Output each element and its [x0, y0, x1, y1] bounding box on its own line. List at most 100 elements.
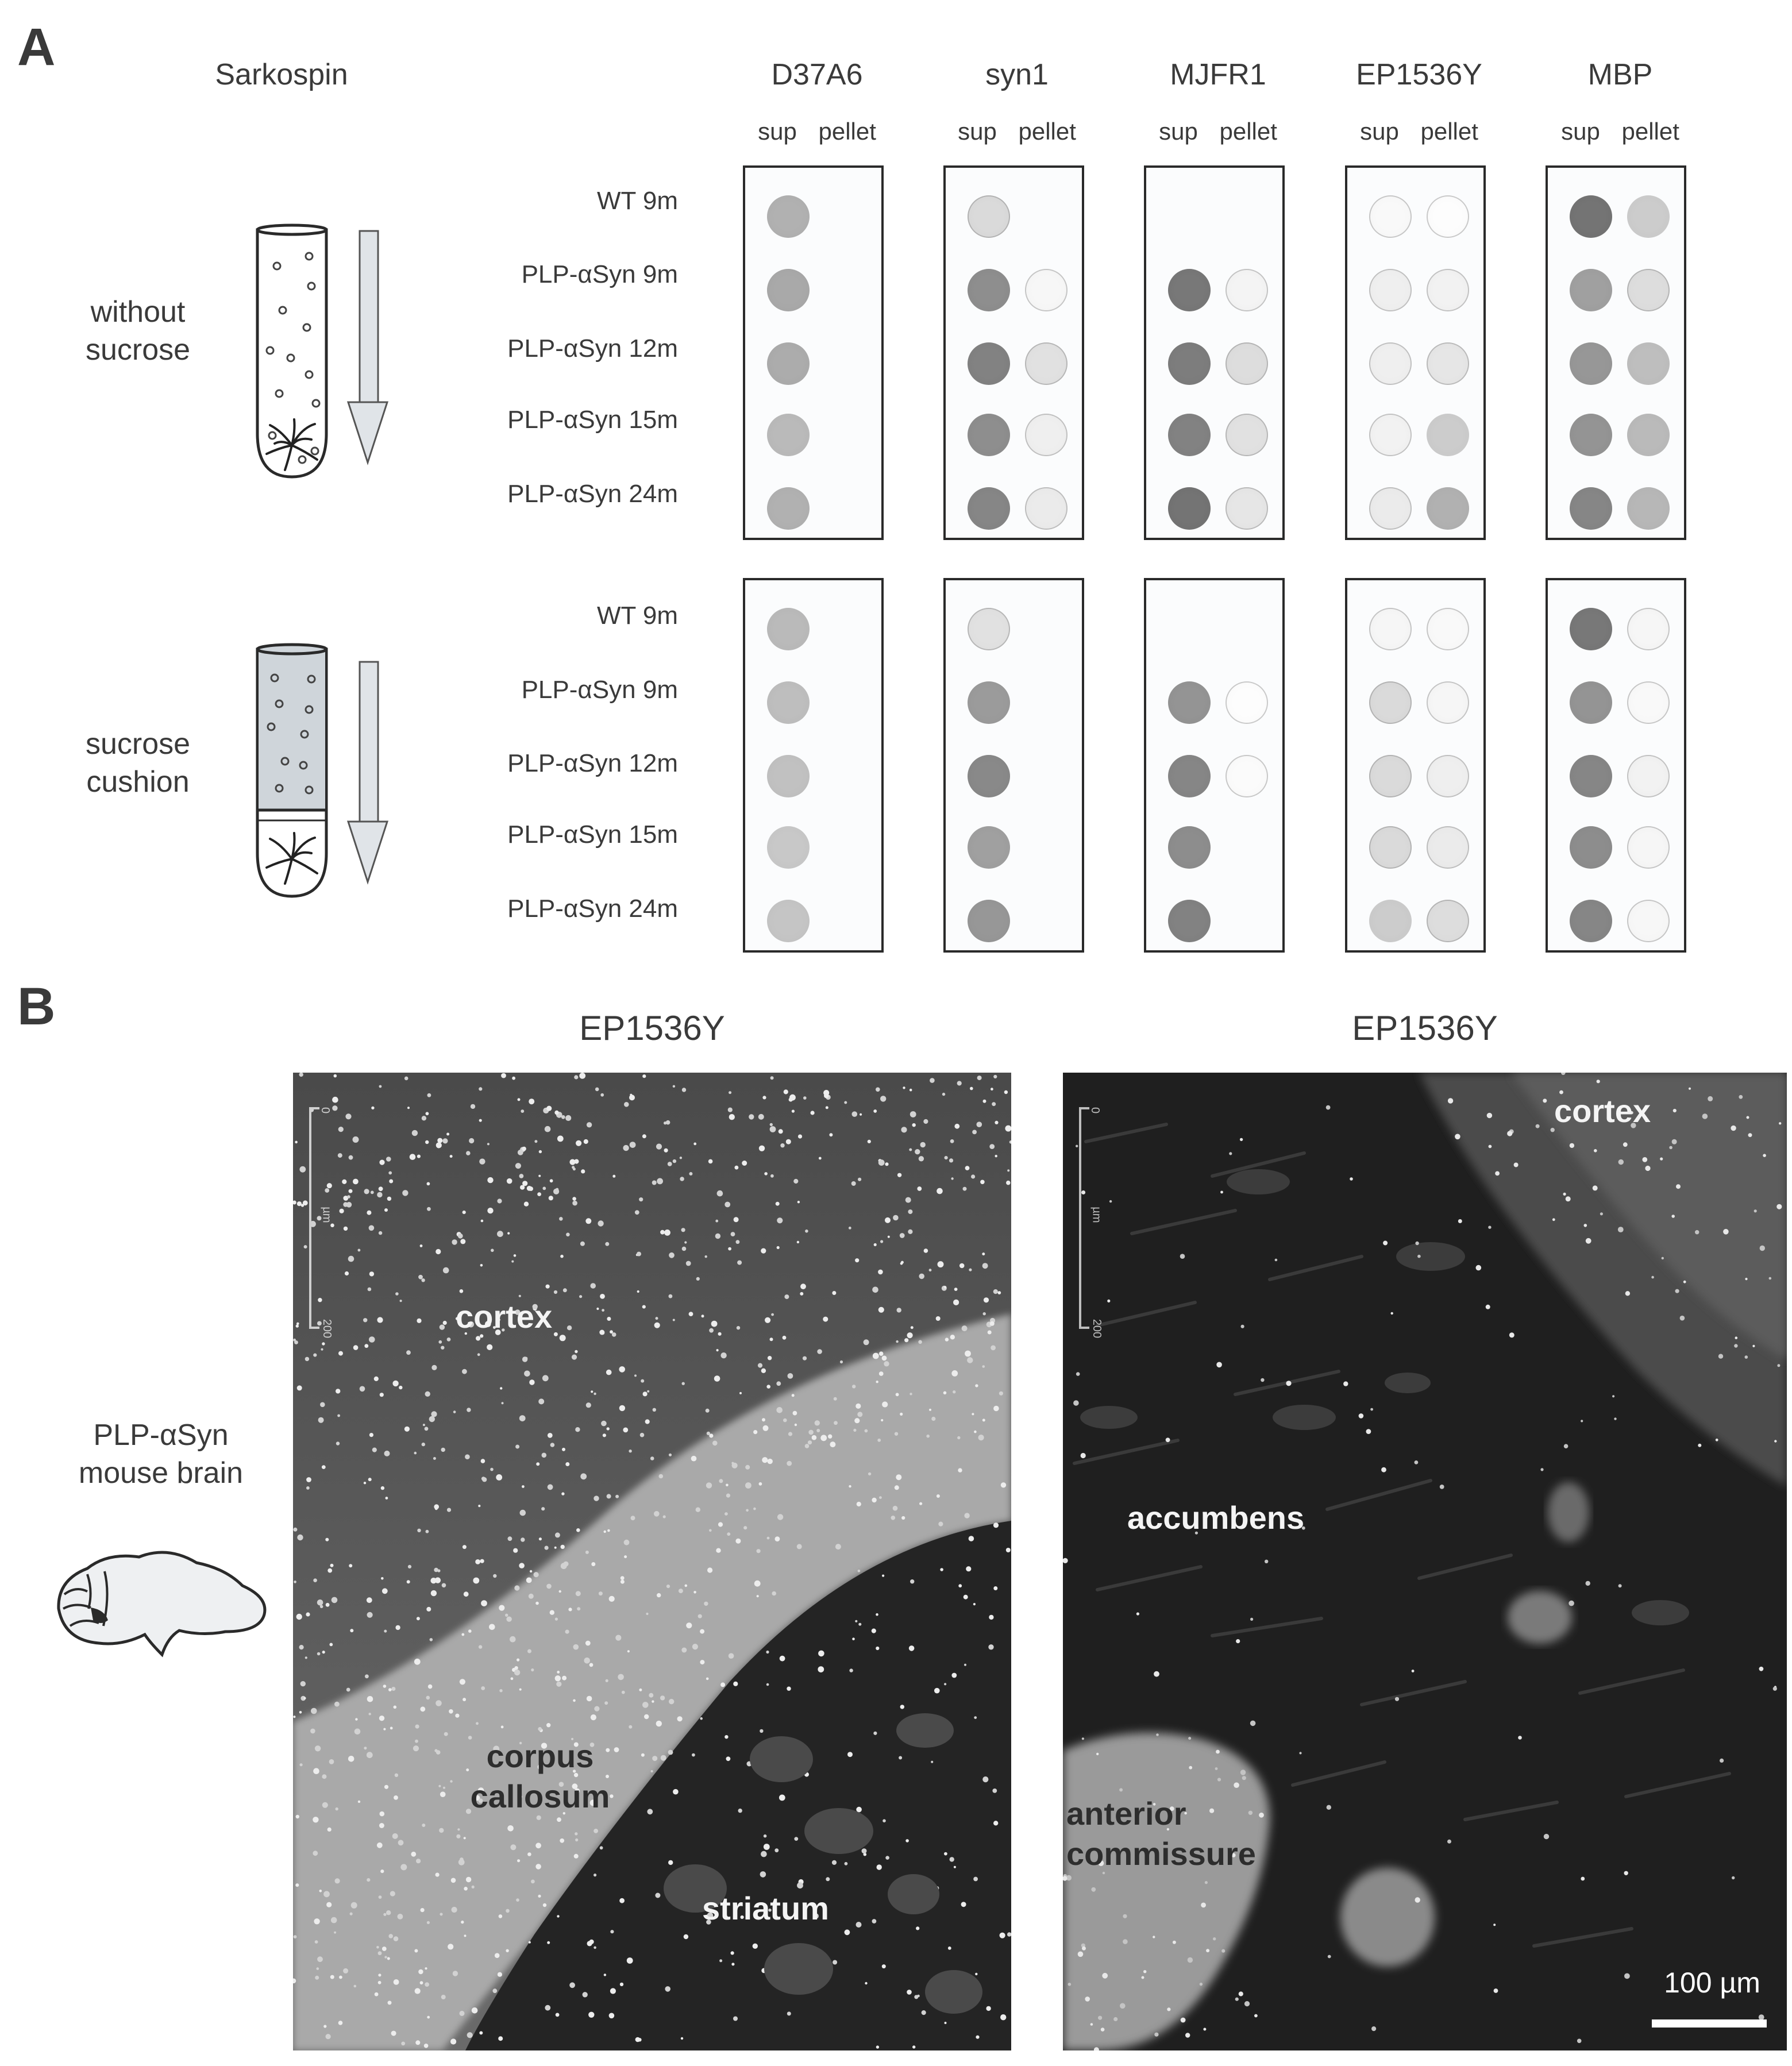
inset-ruler-tick [1079, 1327, 1089, 1329]
inset-ruler-tick [309, 1107, 319, 1109]
right-image-title: EP1536Y [1352, 1009, 1498, 1047]
sup-dot [968, 269, 1010, 311]
pellet-dot [1025, 414, 1068, 456]
sup-dot [1168, 414, 1211, 456]
antibody-header-d37a6: D37A6 [771, 58, 863, 91]
sup-dot [1168, 681, 1211, 724]
pellet-dot [1627, 900, 1670, 942]
membrane-mbp [1546, 165, 1686, 540]
sup-dot [1369, 900, 1412, 942]
sup-dot [1369, 755, 1412, 797]
membrane-syn1 [943, 165, 1084, 540]
pellet-dot [1627, 342, 1670, 385]
membrane-mjfr1 [1144, 165, 1285, 540]
antibody-header-ep1536y: EP1536Y [1356, 58, 1482, 91]
pellet-dot [1427, 414, 1469, 456]
inset-ruler-start: 0 [1089, 1107, 1102, 1114]
sup-dot [767, 487, 810, 530]
membrane-mjfr1 [1144, 578, 1285, 953]
sup-dot [1570, 487, 1612, 530]
pellet-dot [1427, 755, 1469, 797]
sup-dot [1168, 826, 1211, 869]
sup-dot [767, 681, 810, 724]
sup-dot [968, 608, 1010, 650]
sup-dot [968, 900, 1010, 942]
pellet-dot [1226, 342, 1268, 385]
pellet-dot [1025, 269, 1068, 311]
fraction-header-mbp: sup pellet [1561, 118, 1679, 145]
sup-dot [1570, 900, 1612, 942]
sup-dot [968, 195, 1010, 238]
scale-bar-label: 100 µm [1664, 1967, 1760, 1999]
region-label-cortex: cortex [456, 1298, 553, 1335]
pellet-dot [1627, 414, 1670, 456]
fraction-header-d37a6: sup pellet [758, 118, 876, 145]
inset-ruler-line [1079, 1107, 1081, 1329]
sup-dot [767, 608, 810, 650]
sup-dot [1570, 195, 1612, 238]
row-label-plp-12m: PLP-αSyn 12m [507, 749, 678, 777]
row-label-plp-9m: PLP-αSyn 9m [521, 260, 678, 288]
inset-ruler-unit: µm [1090, 1207, 1103, 1223]
region-label-accumbens: accumbens [1127, 1500, 1305, 1536]
row-label-plp-9m: PLP-αSyn 9m [521, 676, 678, 704]
pellet-dot [1627, 269, 1670, 311]
left-image-title: EP1536Y [579, 1009, 725, 1047]
pellet-dot [1226, 681, 1268, 724]
pellet-dot [1427, 487, 1469, 530]
inset-ruler-line [309, 1107, 311, 1329]
centrifuge-tube-sucrose-cushion-icon [256, 643, 389, 898]
sup-dot [968, 755, 1010, 797]
sup-dot [1570, 608, 1612, 650]
antibody-header-mbp: MBP [1587, 58, 1653, 91]
sup-dot [1570, 269, 1612, 311]
sup-dot [1168, 487, 1211, 530]
fraction-header-syn1: sup pellet [958, 118, 1076, 145]
sup-dot [767, 414, 810, 456]
membrane-d37a6 [743, 165, 884, 540]
membrane-mbp [1546, 578, 1686, 953]
pellet-dot [1427, 195, 1469, 238]
row-label-plp-24m: PLP-αSyn 24m [507, 895, 678, 923]
pellet-dot [1427, 900, 1469, 942]
sup-dot [1168, 342, 1211, 385]
sup-dot [968, 681, 1010, 724]
pellet-dot [1025, 487, 1068, 530]
pellet-dot [1627, 826, 1670, 869]
sup-dot [767, 342, 810, 385]
fraction-header-ep1536y: sup pellet [1360, 118, 1478, 145]
scale-bar [1652, 2019, 1767, 2028]
pellet-dot [1427, 342, 1469, 385]
membrane-ep1536y [1345, 578, 1486, 953]
row-label-wt-9m: WT 9m [597, 602, 678, 630]
sup-dot [767, 755, 810, 797]
pellet-dot [1627, 755, 1670, 797]
sup-dot [968, 414, 1010, 456]
sup-dot [1369, 195, 1412, 238]
sup-dot [1570, 755, 1612, 797]
pellet-dot [1025, 342, 1068, 385]
inset-ruler-tick [309, 1327, 319, 1329]
centrifuge-tube-without-sucrose-icon [256, 223, 389, 479]
sup-dot [1570, 826, 1612, 869]
sup-dot [1369, 681, 1412, 724]
sup-dot [1369, 487, 1412, 530]
mouse-brain-icon [57, 1551, 267, 1658]
membrane-ep1536y [1345, 165, 1486, 540]
row-label-plp-15m: PLP-αSyn 15m [507, 820, 678, 849]
inset-ruler-unit: µm [320, 1207, 333, 1223]
inset-ruler-tick [1079, 1107, 1089, 1109]
sup-dot [767, 900, 810, 942]
inset-ruler-end: 200 [1090, 1319, 1104, 1339]
sup-dot [767, 195, 810, 238]
antibody-header-syn1: syn1 [985, 58, 1049, 91]
sup-dot [767, 826, 810, 869]
pellet-dot [1627, 195, 1670, 238]
row-label-plp-24m: PLP-αSyn 24m [507, 480, 678, 508]
